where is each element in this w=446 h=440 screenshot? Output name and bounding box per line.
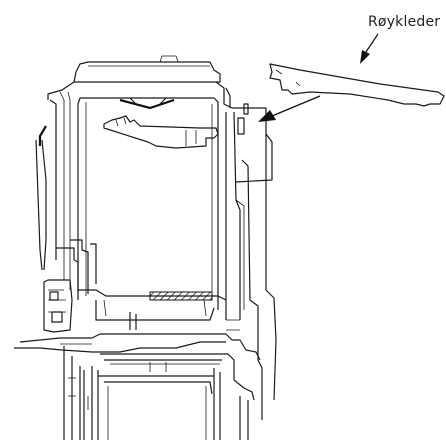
smoke-guide-label: Røykleder: [368, 14, 441, 30]
callout-arrow-install: [258, 95, 321, 122]
callout-arrow-label: [360, 33, 379, 64]
stove-body: [14, 55, 277, 440]
smoke-guide-part: [269, 63, 445, 107]
